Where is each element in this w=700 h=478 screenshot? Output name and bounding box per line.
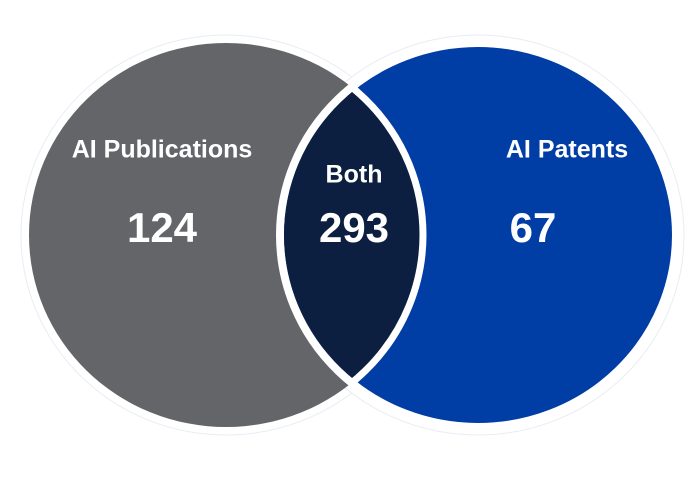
publications-label: AI Publications bbox=[71, 135, 253, 164]
both-label: Both bbox=[325, 160, 383, 189]
patents-label: AI Patents bbox=[505, 135, 629, 164]
publications-circle-outline bbox=[280, 43, 427, 427]
both-value: 293 bbox=[318, 204, 390, 251]
intersection-region bbox=[284, 47, 423, 423]
patents-value: 67 bbox=[509, 204, 557, 251]
publications-value: 124 bbox=[126, 204, 198, 251]
